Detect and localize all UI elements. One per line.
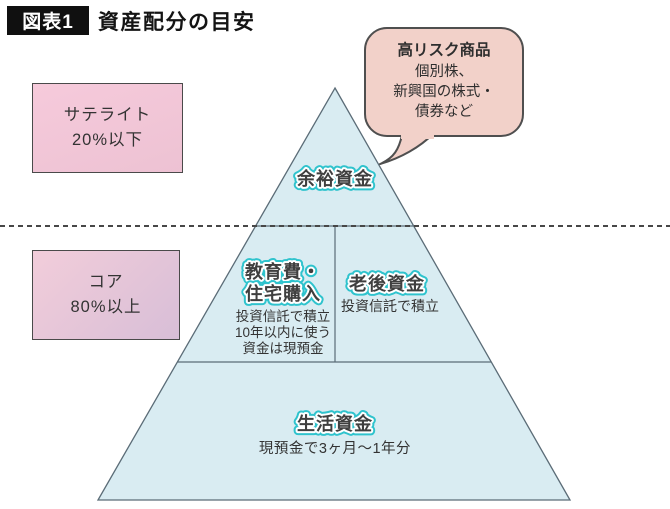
core-box-value: 80%以上 — [70, 298, 142, 316]
high-risk-callout-title: 高リスク商品 — [397, 42, 491, 59]
living-funds-note: 現預金で3ヶ月〜1年分 — [258, 441, 412, 457]
note-line: 資金は現預金 — [242, 340, 324, 356]
surplus-funds-label-outline: 余裕資金 — [296, 168, 373, 189]
living-funds-label-outline: 生活資金 — [297, 413, 373, 434]
education-housing-label-line1-outline: 教育費・ — [245, 261, 321, 282]
living-funds-label: 生活資金 — [297, 413, 373, 434]
high-risk-callout-line: 個別株、 — [415, 64, 473, 80]
satellite-ratio-box: サテライト 20%以下 — [32, 83, 183, 173]
retirement-funds-label-outline: 老後資金 — [349, 273, 425, 294]
note-line: 投資信託で積立 — [235, 309, 331, 324]
satellite-box-value: 20%以下 — [71, 131, 144, 149]
callout-bubble-tail-joint — [401, 131, 434, 139]
satellite-box-label: サテライト — [63, 106, 152, 125]
high-risk-callout: 高リスク商品 個別株、 新興国の株式・ 債券など — [365, 40, 523, 122]
retirement-funds-note: 投資信託で積立 — [341, 298, 439, 314]
retirement-funds-label: 老後資金 — [349, 273, 425, 294]
note-line: 10年以内に使う — [234, 324, 332, 340]
high-risk-callout-line: 新興国の株式・ — [393, 84, 495, 100]
core-box-label: コア — [88, 273, 124, 292]
core-ratio-box: コア 80%以上 — [32, 250, 180, 340]
callout-bubble-tail — [379, 133, 434, 165]
figure-tag: 図表1 — [7, 6, 89, 35]
callout-bubble-shape — [364, 27, 524, 137]
figure-title: 資産配分の目安 — [98, 10, 256, 34]
education-housing-label-line2-outline: 住宅購入 — [245, 283, 321, 304]
pyramid-shape — [96, 86, 572, 501]
education-housing-notes: 投資信託で積立 10年以内に使う 資金は現預金 — [203, 309, 363, 356]
surplus-funds-label: 余裕資金 — [296, 168, 373, 189]
education-housing-label-line1: 教育費・ — [245, 261, 321, 282]
high-risk-callout-line: 債券など — [415, 104, 473, 120]
education-housing-label-line2: 住宅購入 — [245, 283, 321, 304]
